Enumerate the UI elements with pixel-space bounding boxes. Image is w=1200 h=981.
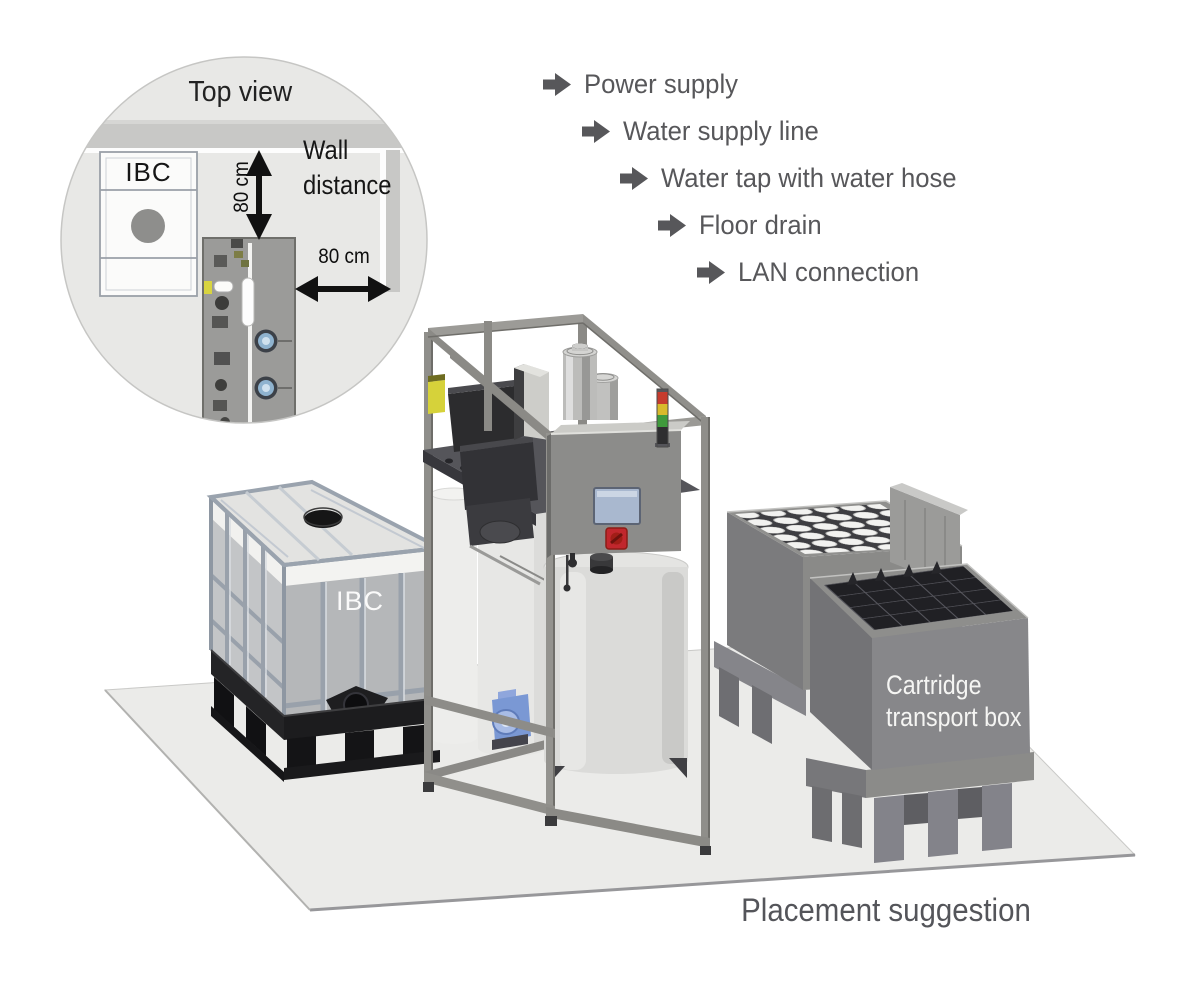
ibc-container (206, 479, 447, 782)
requirement-item: Water supply line (582, 116, 829, 146)
frame-structure (423, 314, 711, 855)
wall-top-edge (61, 120, 427, 125)
requirement-label: Water tap with water hose (661, 162, 957, 193)
wall-band (61, 124, 427, 148)
pump-modules (448, 380, 546, 586)
requirement-label: LAN connection (738, 256, 920, 287)
box-left-face (810, 578, 872, 770)
gauge-top-view (254, 329, 292, 353)
box-left-face (727, 512, 803, 690)
back-tanks (430, 478, 547, 756)
signal-green-light (657, 415, 668, 427)
cartridge-box-label-line2: transport box (886, 702, 1022, 732)
requirement-item: LAN connection (697, 257, 929, 287)
wall-distance-line2: distance (303, 170, 392, 200)
requirement-item: Floor drain (658, 210, 828, 240)
horizontal-dimension-arrow (295, 276, 391, 302)
divider-grid (824, 566, 1013, 630)
tank-fittings (563, 553, 613, 592)
ibc-top-view (99, 151, 198, 297)
cartridge-box-empty (806, 561, 1034, 863)
divider-fins (847, 561, 942, 585)
ibc-pallet (210, 649, 441, 782)
steel-cylinder (562, 343, 598, 420)
wall-distance-label: Wall distance (303, 133, 392, 203)
requirement-label: Power supply (584, 68, 738, 99)
inset-title: Top view (188, 76, 293, 108)
top-view-inset (60, 56, 428, 424)
machine-top-view (202, 237, 296, 423)
horizontal-dimension-label: 80 cm (318, 245, 370, 268)
ibc-top-rim (206, 479, 447, 568)
ibc-cage-highlights (229, 512, 405, 712)
right-wall-band (386, 150, 400, 292)
cartridge-box-label: Cartridge transport box (886, 669, 1022, 733)
signal-red-light (657, 392, 668, 404)
box-front-face (872, 618, 1030, 770)
treatment-unit (423, 314, 711, 855)
main-tank (543, 551, 689, 786)
signal-yellow-light (657, 404, 668, 415)
arrow-bullet-icon (582, 119, 610, 143)
sensor-yellow (204, 281, 212, 294)
signal-tower-light (655, 388, 670, 448)
requirement-label: Floor drain (699, 209, 822, 240)
ibc-cap (304, 510, 342, 528)
emergency-switch (605, 527, 628, 550)
pallet (714, 641, 806, 744)
cartridge-box-label-line1: Cartridge (886, 670, 982, 700)
requirement-item: Water tap with water hose (620, 163, 972, 193)
pallet (806, 752, 1034, 863)
arrow-bullet-icon (697, 260, 725, 284)
wall-distance-line1: Wall (303, 135, 349, 165)
safety-sensor (428, 374, 445, 414)
arrow-bullet-icon (658, 213, 686, 237)
vertical-dimension-label: 80 cm (230, 161, 253, 213)
ibc-cap-top-view (131, 209, 165, 243)
inset-ibc-label: IBC (125, 157, 172, 187)
control-cabinet (547, 421, 690, 558)
ibc-3d-label: IBC (335, 586, 384, 616)
arrow-bullet-icon (620, 166, 648, 190)
arrow-bullet-icon (543, 72, 571, 96)
gauge-top-view (254, 376, 292, 400)
box-back-panel (890, 483, 968, 590)
requirement-label: Water supply line (623, 115, 819, 146)
requirement-item: Power supply (543, 69, 746, 99)
vertical-dimension-arrow (246, 150, 272, 240)
frame-post (424, 332, 433, 782)
caption: Placement suggestion (741, 892, 1031, 928)
